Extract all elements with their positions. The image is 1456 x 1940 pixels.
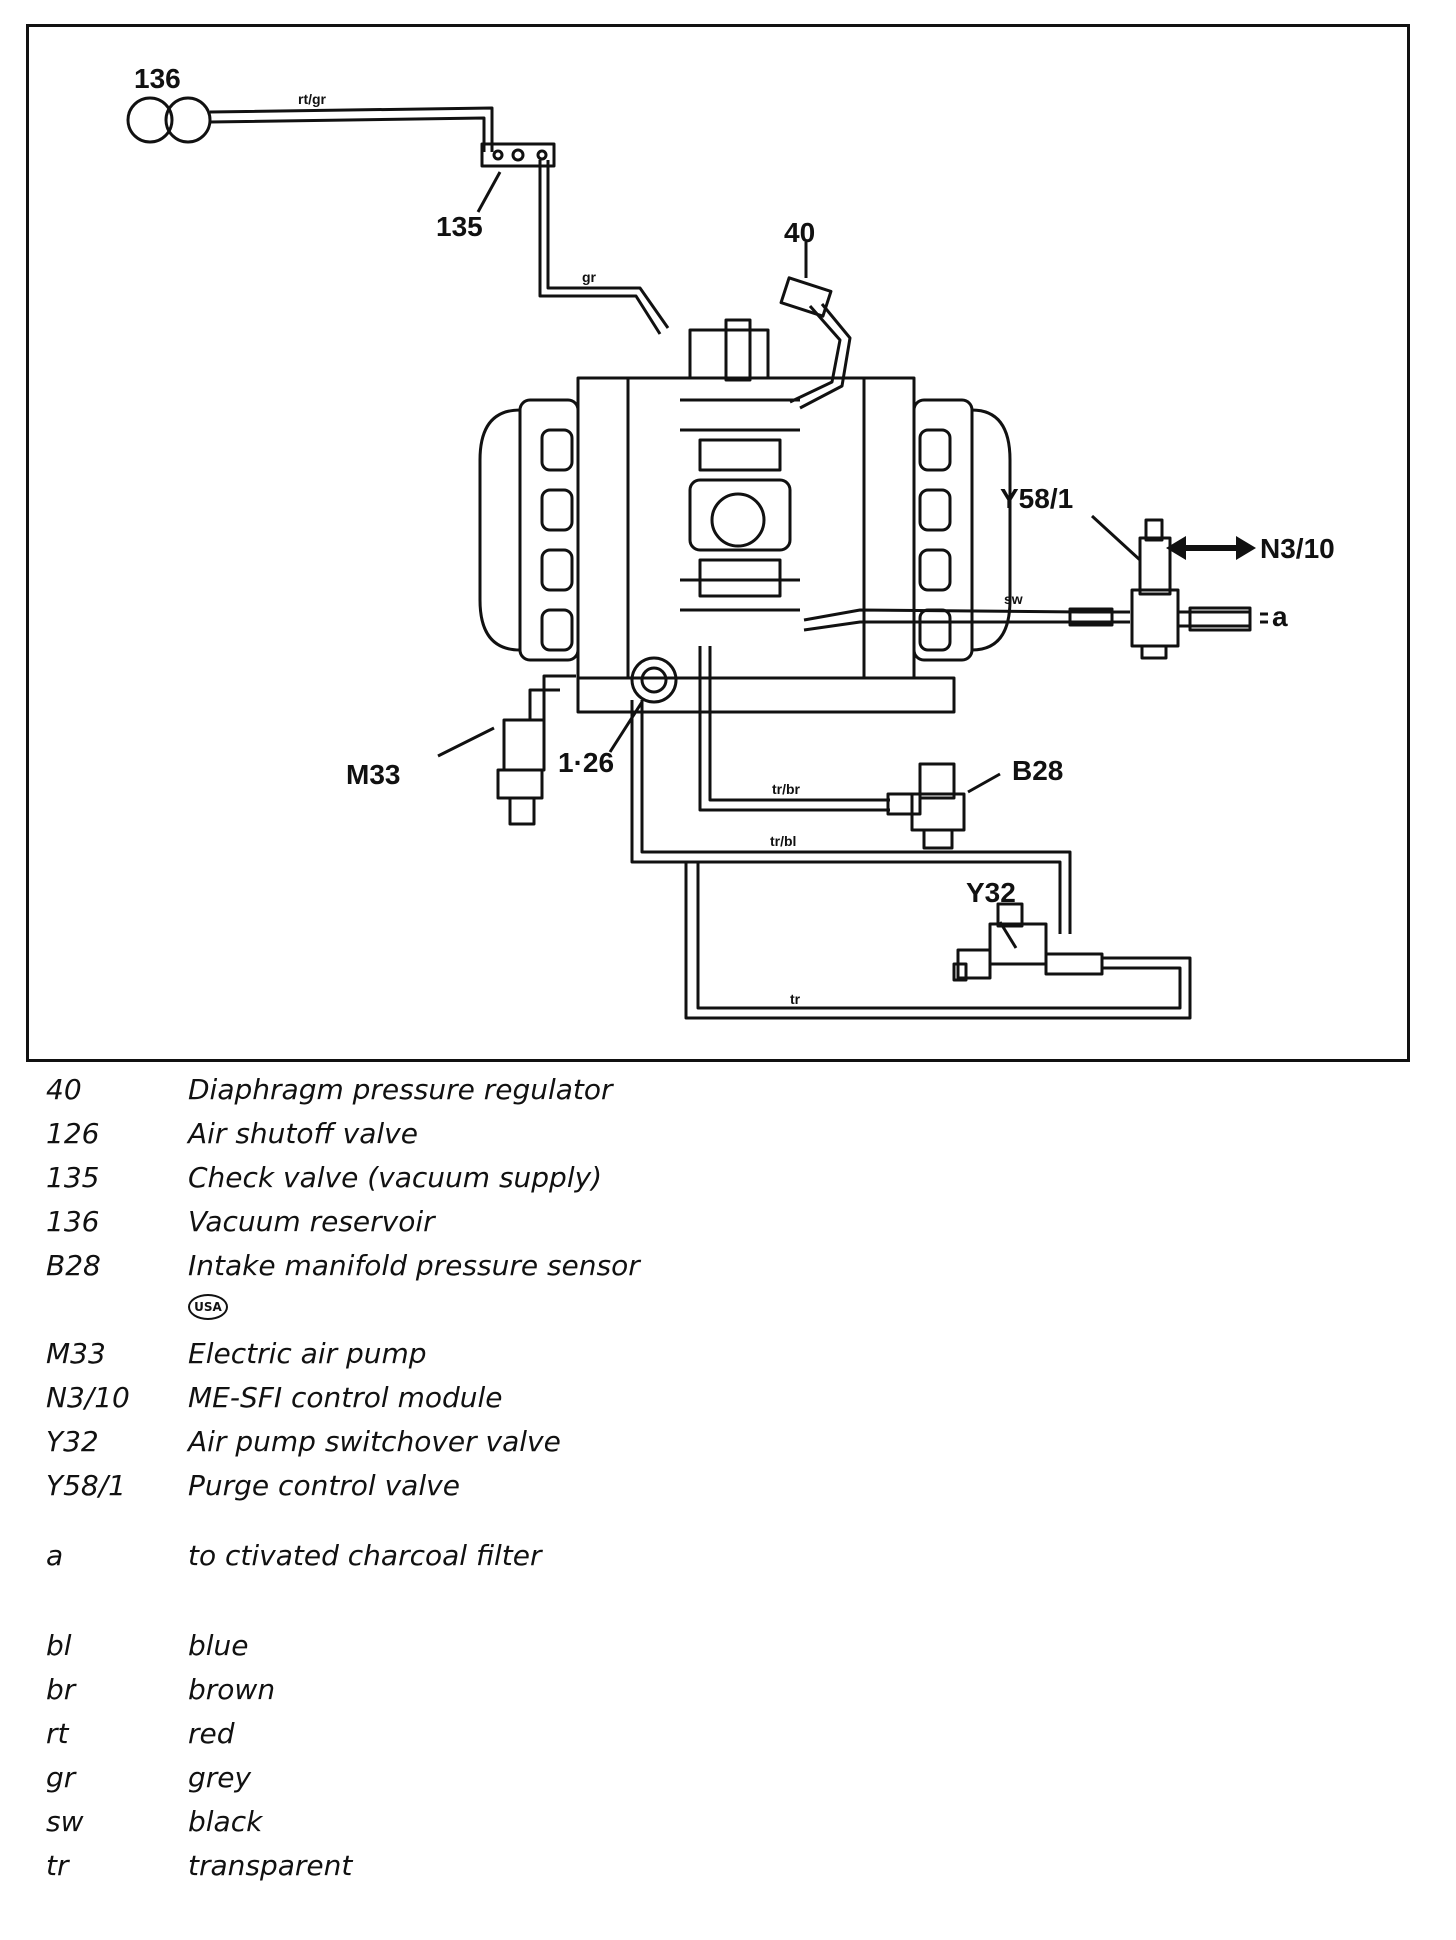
legend-code: M33 <box>46 1337 106 1370</box>
legend-code: B28 <box>46 1249 101 1282</box>
legend-code: 40 <box>46 1073 82 1106</box>
hose-trbr <box>698 646 890 812</box>
legend-code: Y58/1 <box>46 1469 126 1502</box>
hose-sw <box>803 608 1130 632</box>
legend-code: tr <box>46 1849 69 1882</box>
legend-code: N3/10 <box>46 1381 130 1414</box>
vacuum-reservoir-136 <box>126 96 212 144</box>
usa-badge: USA <box>188 1294 228 1320</box>
legend-desc: Check valve (vacuum supply) <box>188 1161 603 1194</box>
legend-desc: black <box>188 1805 263 1838</box>
legend-code: sw <box>46 1805 84 1838</box>
engine-block <box>478 318 1012 714</box>
legend-desc: Air pump switchover valve <box>188 1425 561 1458</box>
legend-code: br <box>46 1673 76 1706</box>
air-shutoff-valve-126 <box>608 656 678 753</box>
wire-label-tr: tr <box>790 991 801 1007</box>
legend-desc: Intake manifold pressure sensor <box>188 1249 640 1282</box>
wire-label-trbr: tr/br <box>772 781 801 797</box>
legend-desc: blue <box>188 1629 249 1662</box>
legend-code: 136 <box>46 1205 100 1238</box>
pressure-regulator-40 <box>779 242 852 410</box>
label-m33: M33 <box>346 759 400 790</box>
label-136: 136 <box>134 63 181 94</box>
label-126: 1·26 <box>558 747 614 778</box>
hose-trbl <box>630 700 1072 934</box>
hose-tr <box>684 862 1192 1020</box>
arrow-to-n310 <box>1166 536 1256 560</box>
legend-code: rt <box>46 1717 69 1750</box>
legend-desc: Air shutoff valve <box>188 1117 418 1150</box>
wire-label-sw: sw <box>1004 591 1023 607</box>
legend-desc: ME-SFI control module <box>188 1381 503 1414</box>
legend-desc: transparent <box>188 1849 353 1882</box>
label-40: 40 <box>784 217 815 248</box>
legend-desc: Vacuum reservoir <box>188 1205 435 1238</box>
check-valve-135 <box>476 142 556 213</box>
legend-desc: Purge control valve <box>188 1469 460 1502</box>
legend-code: a <box>46 1539 64 1572</box>
label-a: a <box>1272 601 1288 632</box>
legend-desc: brown <box>188 1673 276 1706</box>
wire-label-gr: gr <box>582 269 597 285</box>
hose-sw-fitting <box>1068 607 1114 627</box>
air-pump-m33 <box>437 674 576 826</box>
legend-desc: Electric air pump <box>188 1337 427 1370</box>
legend-code: gr <box>46 1761 76 1794</box>
legend-desc: grey <box>188 1761 252 1794</box>
switchover-valve-y32 <box>952 902 1104 982</box>
legend-desc: Diaphragm pressure regulator <box>188 1073 613 1106</box>
label-b28: B28 <box>1012 755 1063 786</box>
hose-gr <box>538 160 670 335</box>
legend-code: bl <box>46 1629 72 1662</box>
label-135: 135 <box>436 211 483 242</box>
purge-valve-y58 <box>1090 514 1252 660</box>
wire-label-rtgr: rt/gr <box>298 91 327 107</box>
legend-code: 135 <box>46 1161 100 1194</box>
legend-desc: to ctivated charcoal filter <box>188 1539 542 1572</box>
legend-code: 126 <box>46 1117 100 1150</box>
pressure-sensor-b28 <box>886 762 1001 850</box>
legend-desc: red <box>188 1717 235 1750</box>
label-y32: Y32 <box>966 877 1016 908</box>
label-n310: N3/10 <box>1260 533 1335 564</box>
label-y58: Y58/1 <box>1000 483 1073 514</box>
wire-label-trbl: tr/bl <box>770 833 796 849</box>
hose-rtgr <box>209 106 494 152</box>
legend-code: Y32 <box>46 1425 99 1458</box>
